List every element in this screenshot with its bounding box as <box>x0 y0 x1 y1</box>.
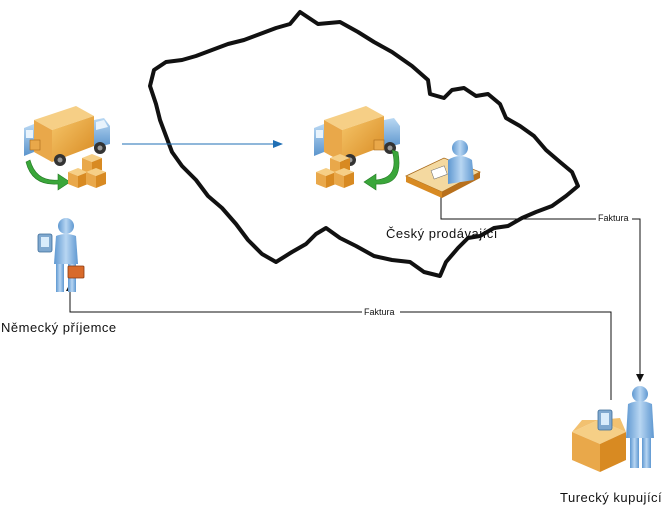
cargo-boxes-icon <box>316 154 354 188</box>
czech-map-outline <box>148 10 580 278</box>
turkish-buyer-label: Turecký kupující <box>560 490 663 505</box>
buyer-with-box-icon <box>572 386 654 472</box>
cargo-boxes-icon <box>68 154 106 188</box>
german-receiver-label: Německý příjemce <box>1 320 117 335</box>
receiver-with-briefcase-icon <box>37 218 85 292</box>
czech-seller-label: Český prodávající <box>386 226 498 241</box>
delivery-truck-icon <box>24 106 110 166</box>
delivery-truck-icon <box>314 106 400 166</box>
seller-at-desk-icon <box>405 140 481 198</box>
invoice-connector-buyer-receiver <box>66 283 612 400</box>
green-unload-arrow-icon <box>25 159 71 191</box>
invoice-connector-seller-buyer <box>440 196 644 382</box>
green-load-arrow-icon <box>363 149 400 191</box>
invoice-label-top: Faktura <box>598 213 629 223</box>
invoice-label-bottom: Faktura <box>364 307 395 317</box>
